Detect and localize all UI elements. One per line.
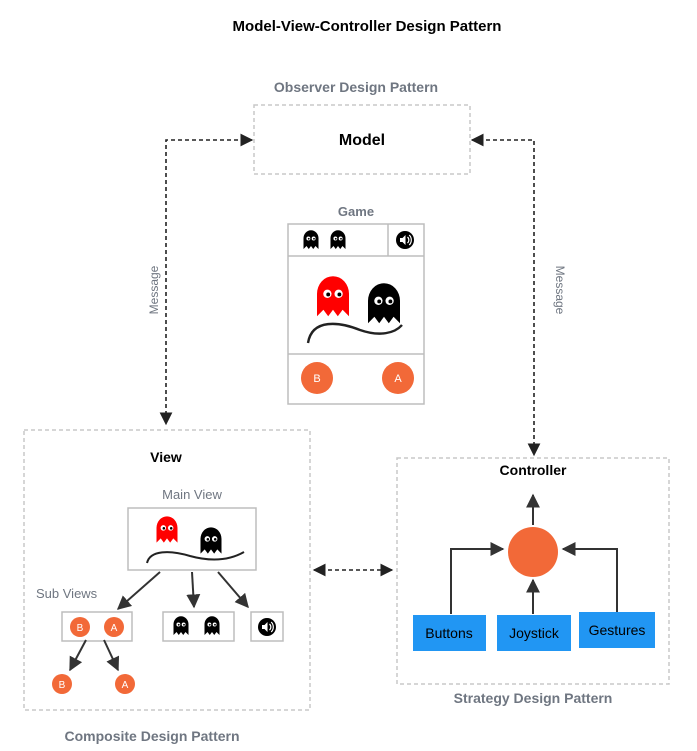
buttons-to-core-arrow (450, 542, 505, 614)
main-view-label: Main View (162, 487, 222, 502)
leaf-button-b[interactable]: B (52, 674, 72, 694)
model-label: Model (339, 132, 385, 149)
svg-text:A: A (122, 680, 129, 691)
main-view-box (127, 507, 257, 571)
svg-text:Joystick: Joystick (509, 625, 560, 641)
svg-text:B: B (313, 373, 320, 385)
controller-core-circle (508, 527, 558, 577)
controller-gestures-button[interactable]: Gestures (579, 612, 655, 648)
strategy-pattern-label: Strategy Design Pattern (454, 690, 613, 706)
sub-view-button-a[interactable]: A (104, 617, 124, 637)
model-controller-message-arrow (470, 133, 541, 457)
sub-view-speaker-icon[interactable] (257, 617, 277, 637)
view-label: View (150, 449, 182, 465)
main-view-ground-line (146, 551, 245, 564)
game-ground-line (306, 322, 403, 344)
svg-text:B: B (77, 623, 84, 634)
main-to-buttons-arrow (116, 571, 161, 610)
a-to-leaf-arrow (103, 639, 120, 672)
game-label: Game (338, 204, 374, 219)
message-left-label: Message (147, 265, 161, 314)
model-box (253, 104, 471, 175)
svg-text:A: A (394, 373, 402, 385)
observer-pattern-label: Observer Design Pattern (274, 79, 438, 95)
controller-box (396, 457, 670, 685)
composite-pattern-label: Composite Design Pattern (64, 728, 239, 744)
main-to-lives-arrow (186, 571, 201, 609)
gestures-to-core-arrow (561, 542, 618, 612)
svg-text:Gestures: Gestures (589, 622, 646, 638)
sub-views-label: Sub Views (36, 586, 98, 601)
svg-text:A: A (111, 623, 118, 634)
controller-label: Controller (500, 462, 567, 478)
sub-view-button-b[interactable]: B (70, 617, 90, 637)
svg-text:Buttons: Buttons (425, 625, 472, 641)
game-button-b[interactable]: B (301, 362, 333, 394)
main-to-speaker-arrow (217, 571, 249, 609)
message-right-label: Message (553, 266, 567, 315)
b-to-leaf-arrow (69, 639, 87, 672)
controller-buttons-button[interactable]: Buttons (413, 615, 486, 651)
diagram-title: Model-View-Controller Design Pattern (233, 18, 502, 35)
svg-text:B: B (59, 680, 66, 691)
leaf-button-a[interactable]: A (115, 674, 135, 694)
model-view-message-arrow (159, 133, 254, 426)
controller-joystick-button[interactable]: Joystick (497, 615, 571, 651)
view-box (23, 429, 311, 711)
sub-view-speaker-box (250, 611, 284, 642)
game-speaker-icon[interactable] (395, 230, 415, 250)
game-button-a[interactable]: A (382, 362, 414, 394)
